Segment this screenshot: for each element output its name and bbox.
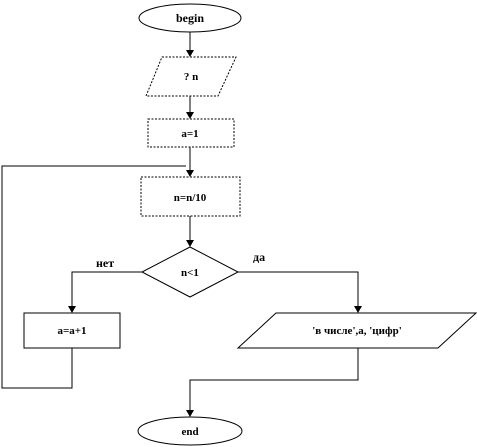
yes-branch-label: да <box>253 250 265 264</box>
condition-label: n<1 <box>181 267 199 279</box>
arrow-head <box>186 112 194 119</box>
connector-output-to-end <box>189 348 359 410</box>
arrow-head <box>186 170 194 177</box>
end-label: end <box>181 426 198 438</box>
arrow-head <box>186 410 194 417</box>
connector-no-branch <box>71 271 142 306</box>
no-branch-label: нет <box>96 256 114 270</box>
divide-block: n=n/10 <box>140 176 241 217</box>
input-label: ? n <box>184 71 198 83</box>
end-terminal: end <box>137 416 243 446</box>
begin-terminal: begin <box>138 3 242 33</box>
increment-block: a=a+1 <box>23 312 121 349</box>
output-label: 'в числе',a, 'цифр' <box>312 325 402 337</box>
divide-label: n=n/10 <box>174 192 207 204</box>
condition-diamond: n<1 <box>140 246 240 298</box>
begin-label: begin <box>176 11 204 25</box>
connector-yes-branch <box>238 271 359 306</box>
input-block: ? n <box>145 56 237 97</box>
increment-label: a=a+1 <box>57 325 86 337</box>
arrow-head <box>186 50 194 57</box>
arrow-head <box>186 240 194 247</box>
init-block: a=1 <box>147 118 235 148</box>
arrow-head <box>354 306 362 313</box>
arrow-head <box>68 306 76 313</box>
connectors <box>1 32 362 417</box>
connector-loop-back <box>1 165 186 389</box>
output-block: 'в числе',a, 'цифр' <box>236 312 477 349</box>
init-label: a=1 <box>181 128 198 140</box>
